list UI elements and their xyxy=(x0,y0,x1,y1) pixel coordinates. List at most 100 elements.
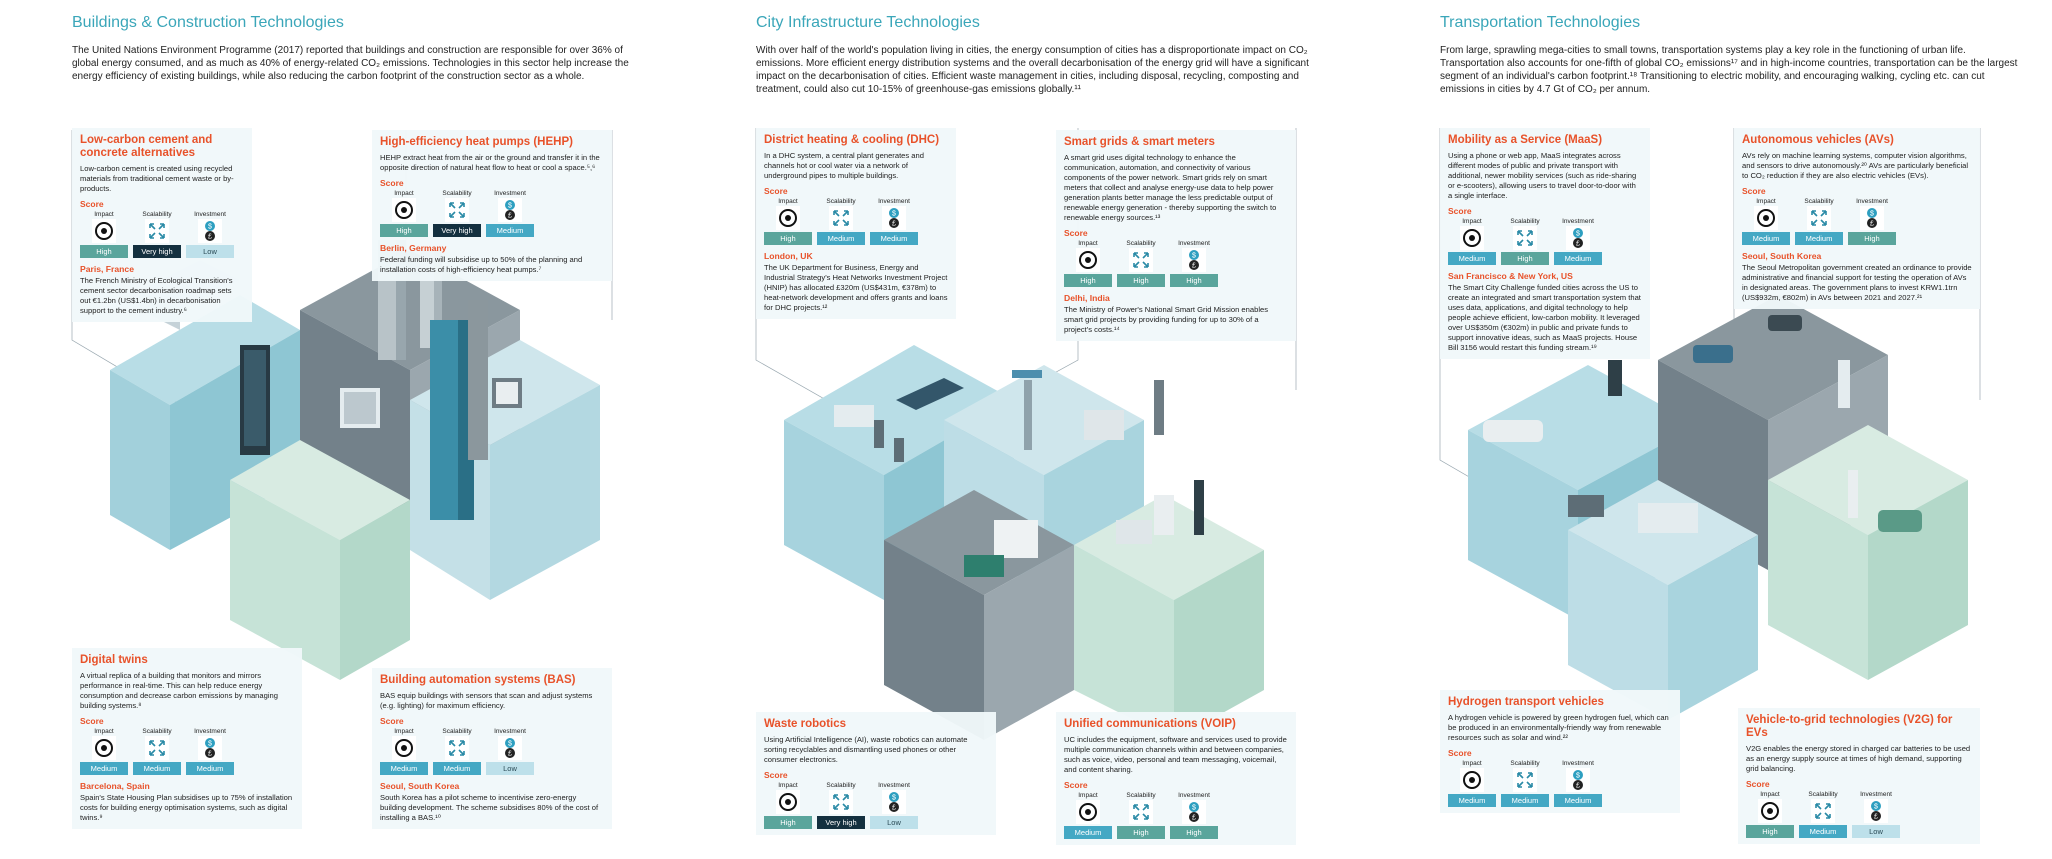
impact-label: Impact xyxy=(778,782,798,789)
card-body: HEHP extract heat from the air or the gr… xyxy=(380,153,600,172)
scalability-label: Scalability xyxy=(1804,198,1834,205)
scalability-label: Scalability xyxy=(142,728,172,735)
scalability-value: Very high xyxy=(817,816,865,829)
investment-value: High xyxy=(1170,826,1218,839)
investment-value: Medium xyxy=(1554,794,1602,807)
investment-metric: Investment$£High xyxy=(1170,240,1218,287)
scalability-label: Scalability xyxy=(442,728,472,735)
card-title: District heating & cooling (DHC) xyxy=(764,134,940,146)
impact-icon xyxy=(1076,248,1100,272)
impact-label: Impact xyxy=(1078,792,1098,799)
score-label: Score xyxy=(80,199,104,209)
investment-label: Investment xyxy=(878,198,910,205)
svg-text:$: $ xyxy=(892,211,896,218)
scalability-label: Scalability xyxy=(1510,760,1540,767)
scalability-value: High xyxy=(1501,252,1549,265)
coins-icon: $£ xyxy=(1182,248,1206,272)
impact-icon xyxy=(92,736,116,760)
scalability-value: Medium xyxy=(433,762,481,775)
investment-value: Low xyxy=(486,762,534,775)
scalability-value: Medium xyxy=(1799,825,1847,838)
investment-label: Investment xyxy=(1856,198,1888,205)
investment-metric: Investment$£Low xyxy=(870,782,918,829)
impact-icon xyxy=(92,219,116,243)
coins-icon: $£ xyxy=(198,219,222,243)
scalability-label: Scalability xyxy=(142,211,172,218)
investment-metric: Investment$£Low xyxy=(486,728,534,775)
impact-icon xyxy=(776,206,800,230)
scalability-value: Very high xyxy=(133,245,181,258)
expand-arrows-icon xyxy=(1129,248,1153,272)
card-unified-communications: Unified communications (VOIP) UC include… xyxy=(1056,712,1296,845)
card-waste-robotics: Waste robotics Using Artificial Intellig… xyxy=(756,712,996,835)
impact-label: Impact xyxy=(1462,760,1482,767)
impact-label: Impact xyxy=(94,211,114,218)
city-name: Delhi, India xyxy=(1064,293,1110,303)
coins-icon: $£ xyxy=(882,206,906,230)
svg-text:$: $ xyxy=(1576,231,1580,238)
scalability-label: Scalability xyxy=(826,782,856,789)
transportation-section: Transportation Technologies From large, … xyxy=(1368,0,2052,859)
scalability-value: High xyxy=(1117,274,1165,287)
investment-metric: Investment$£Low xyxy=(1852,791,1900,838)
score-label: Score xyxy=(1746,779,1770,789)
impact-label: Impact xyxy=(94,728,114,735)
scalability-label: Scalability xyxy=(442,190,472,197)
card-title: Smart grids & smart meters xyxy=(1064,136,1215,148)
investment-metric: Investment$£Medium xyxy=(1554,218,1602,265)
city-name: Paris, France xyxy=(80,264,134,274)
expand-arrows-icon xyxy=(1811,799,1835,823)
expand-arrows-icon xyxy=(445,736,469,760)
impact-value: High xyxy=(764,816,812,829)
transportation-isometric-illustration xyxy=(1439,128,1981,720)
impact-value: High xyxy=(380,224,428,237)
impact-icon xyxy=(392,198,416,222)
impact-value: High xyxy=(80,245,128,258)
card-smart-grids: Smart grids & smart meters A smart grid … xyxy=(1056,130,1296,341)
impact-icon xyxy=(776,790,800,814)
scalability-value: Medium xyxy=(817,232,865,245)
impact-value: Medium xyxy=(1448,794,1496,807)
expand-arrows-icon xyxy=(1513,226,1537,250)
svg-text:$: $ xyxy=(1192,805,1196,812)
investment-label: Investment xyxy=(194,728,226,735)
investment-value: Medium xyxy=(486,224,534,237)
city-name: Berlin, Germany xyxy=(380,243,447,253)
buildings-isometric-illustration xyxy=(71,130,613,680)
card-low-carbon-cement: Low-carbon cement and concrete alternati… xyxy=(72,128,252,322)
card-body: AVs rely on machine learning systems, co… xyxy=(1742,151,1969,180)
impact-value: High xyxy=(1746,825,1794,838)
scalability-label: Scalability xyxy=(826,198,856,205)
investment-label: Investment xyxy=(1178,240,1210,247)
impact-icon xyxy=(1460,768,1484,792)
svg-text:$: $ xyxy=(892,795,896,802)
card-body: Using Artificial Intelligence (AI), wast… xyxy=(764,735,968,764)
scalability-label: Scalability xyxy=(1126,240,1156,247)
section-title: City Infrastructure Technologies xyxy=(756,14,980,31)
card-title: Mobility as a Service (MaaS) xyxy=(1448,134,1603,146)
expand-arrows-icon xyxy=(145,219,169,243)
investment-value: Medium xyxy=(1554,252,1602,265)
buildings-section: Buildings & Construction Technologies Th… xyxy=(0,0,684,859)
city-name: San Francisco & New York, US xyxy=(1448,271,1573,281)
coins-icon: $£ xyxy=(198,736,222,760)
city-name: Barcelona, Spain xyxy=(80,781,150,791)
section-title: Transportation Technologies xyxy=(1440,14,1641,31)
card-title: Building automation systems (BAS) xyxy=(380,674,576,686)
